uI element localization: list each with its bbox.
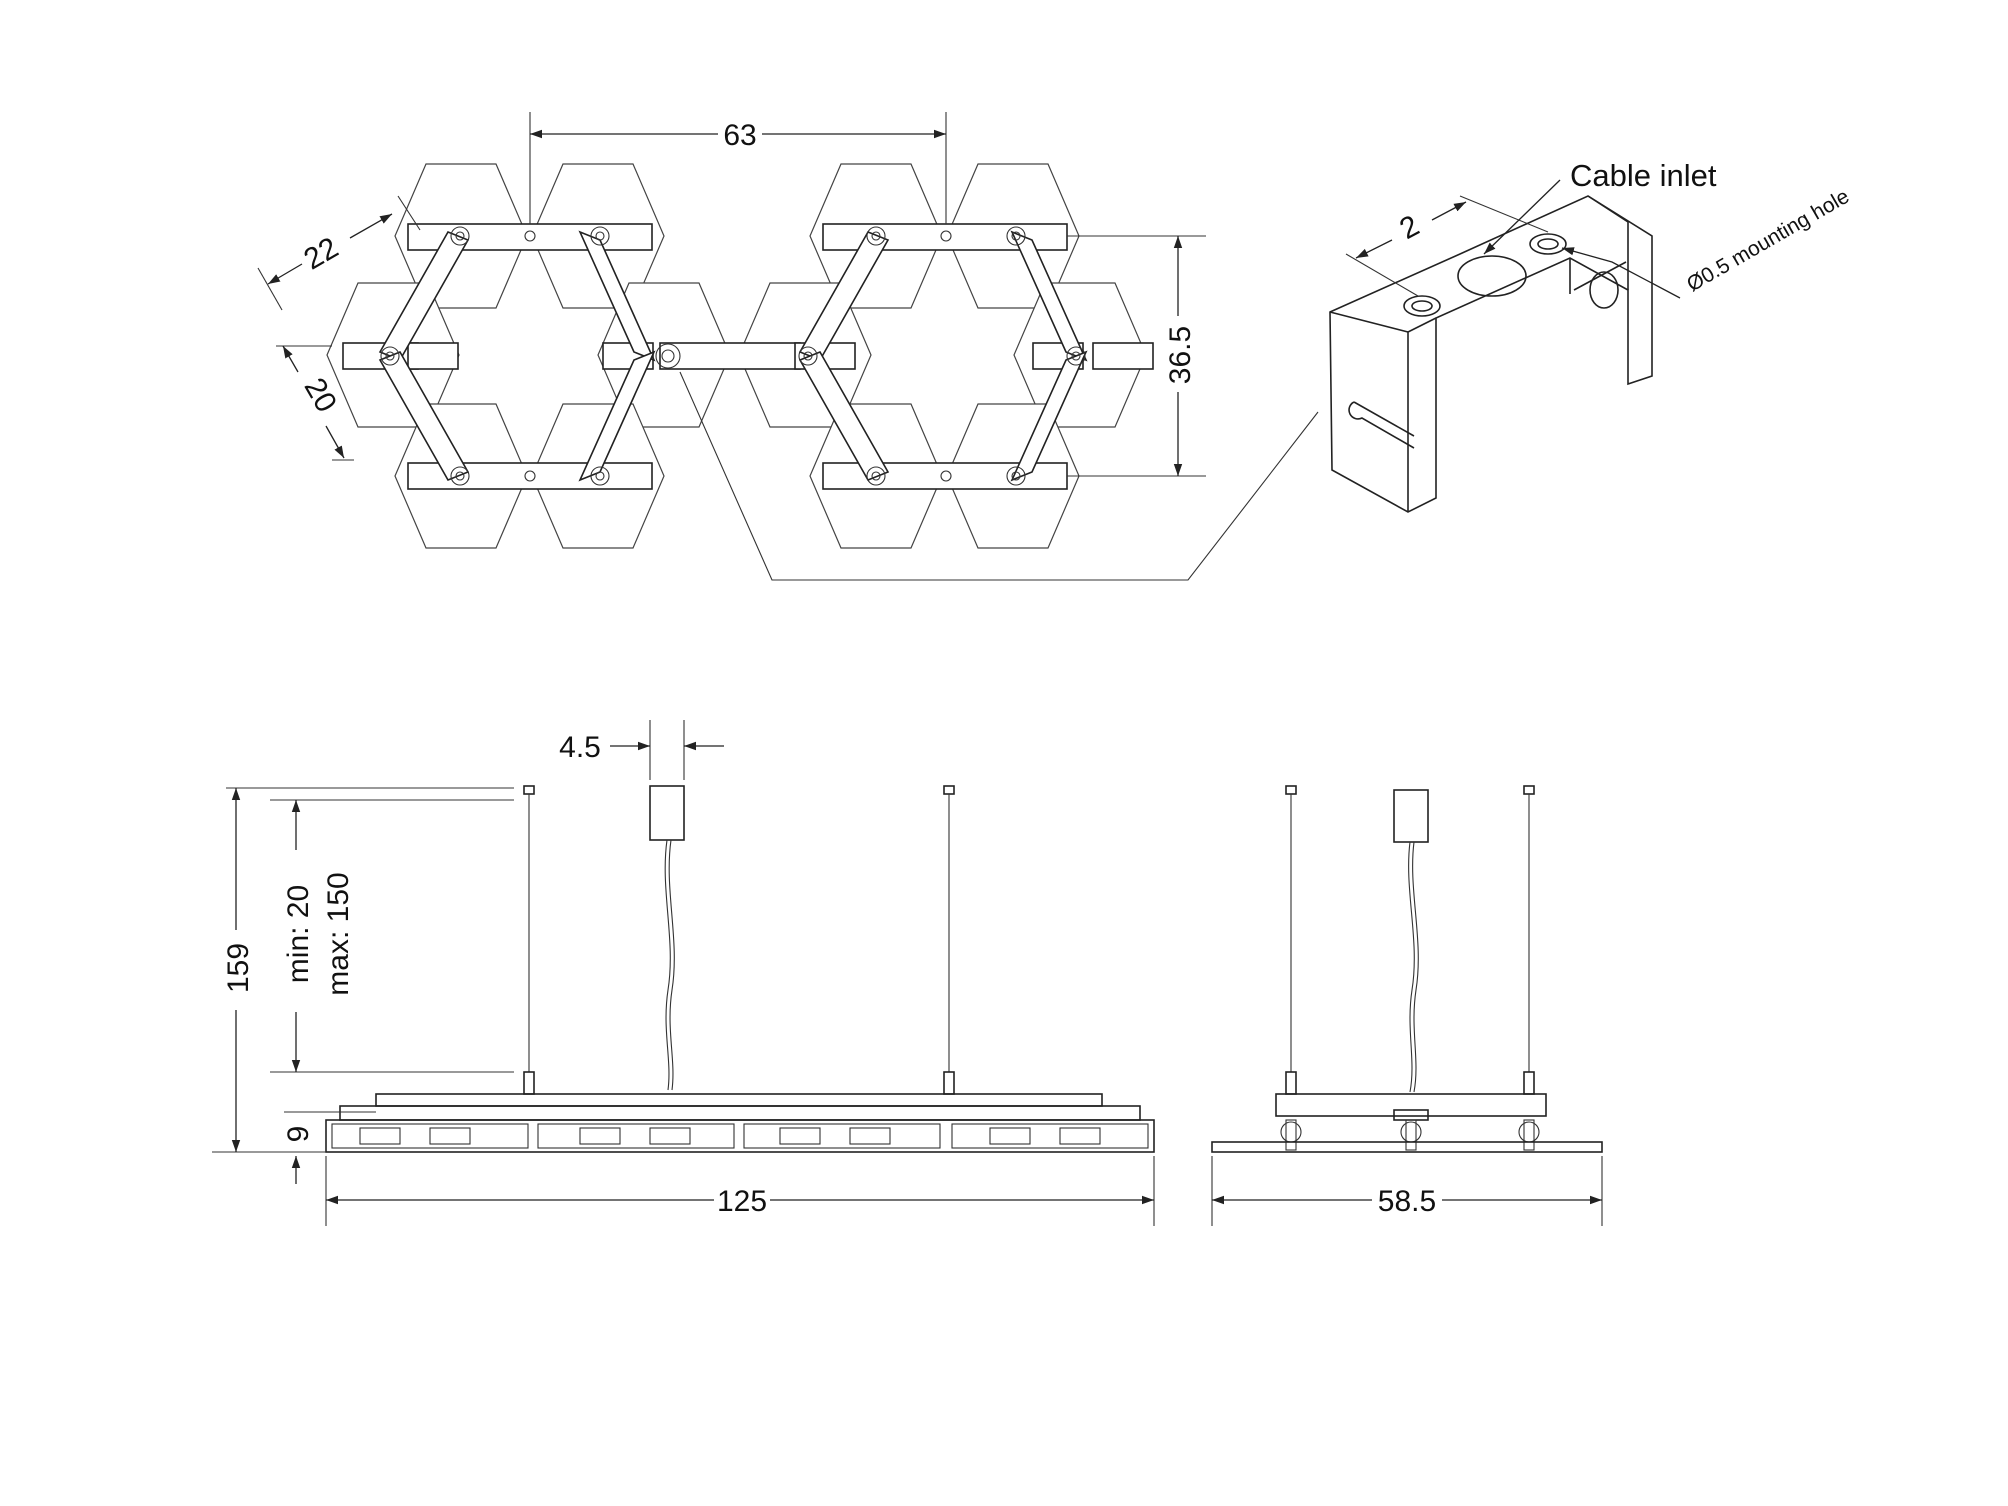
- length-label: 125: [717, 1185, 767, 1218]
- cable-max-label: max: 150: [322, 872, 355, 995]
- front-view: 4.5 159 min: 20 max: 150 9: [212, 720, 1155, 1226]
- dim-125: 125: [325, 1156, 1155, 1226]
- frame-structure: [342, 223, 1154, 490]
- side-power-canopy: [1393, 789, 1429, 843]
- bracket-leader-line: [679, 371, 1319, 581]
- dim-cable-length: min: 20 max: 150: [270, 799, 514, 1073]
- dim-58-5: 58.5: [1211, 1156, 1603, 1226]
- dim-159: 159: [212, 787, 514, 1153]
- side-view: 58.5: [1211, 785, 1603, 1226]
- fixture-height-label: 9: [282, 1126, 315, 1143]
- top-width-label: 63: [723, 119, 756, 152]
- mounting-hole-label: Ø0.5 mounting hole: [1683, 185, 1853, 297]
- canopy-width-label: 4.5: [559, 731, 601, 764]
- hex-width-label: 22: [299, 231, 344, 276]
- dim-9: 9: [282, 1111, 376, 1184]
- dim-4-5: 4.5: [559, 720, 724, 780]
- top-depth-label: 36.5: [1164, 326, 1197, 384]
- dim-63: 63: [529, 112, 947, 224]
- cable-min-label: min: 20: [282, 885, 315, 983]
- top-view: 63 36.5 22 20: [257, 112, 1319, 581]
- mounting-bracket-detail: 2 Cable inlet Ø0.5 mounting hole: [1329, 158, 1853, 513]
- side-width-label: 58.5: [1378, 1185, 1436, 1218]
- cable-inlet-label: Cable inlet: [1570, 158, 1717, 193]
- dim-36-5: 36.5: [1067, 235, 1206, 477]
- hex-height-label: 20: [298, 373, 343, 418]
- hole-spacing-label: 2: [1394, 209, 1424, 246]
- total-height-label: 159: [222, 943, 255, 993]
- power-canopy: [649, 785, 685, 841]
